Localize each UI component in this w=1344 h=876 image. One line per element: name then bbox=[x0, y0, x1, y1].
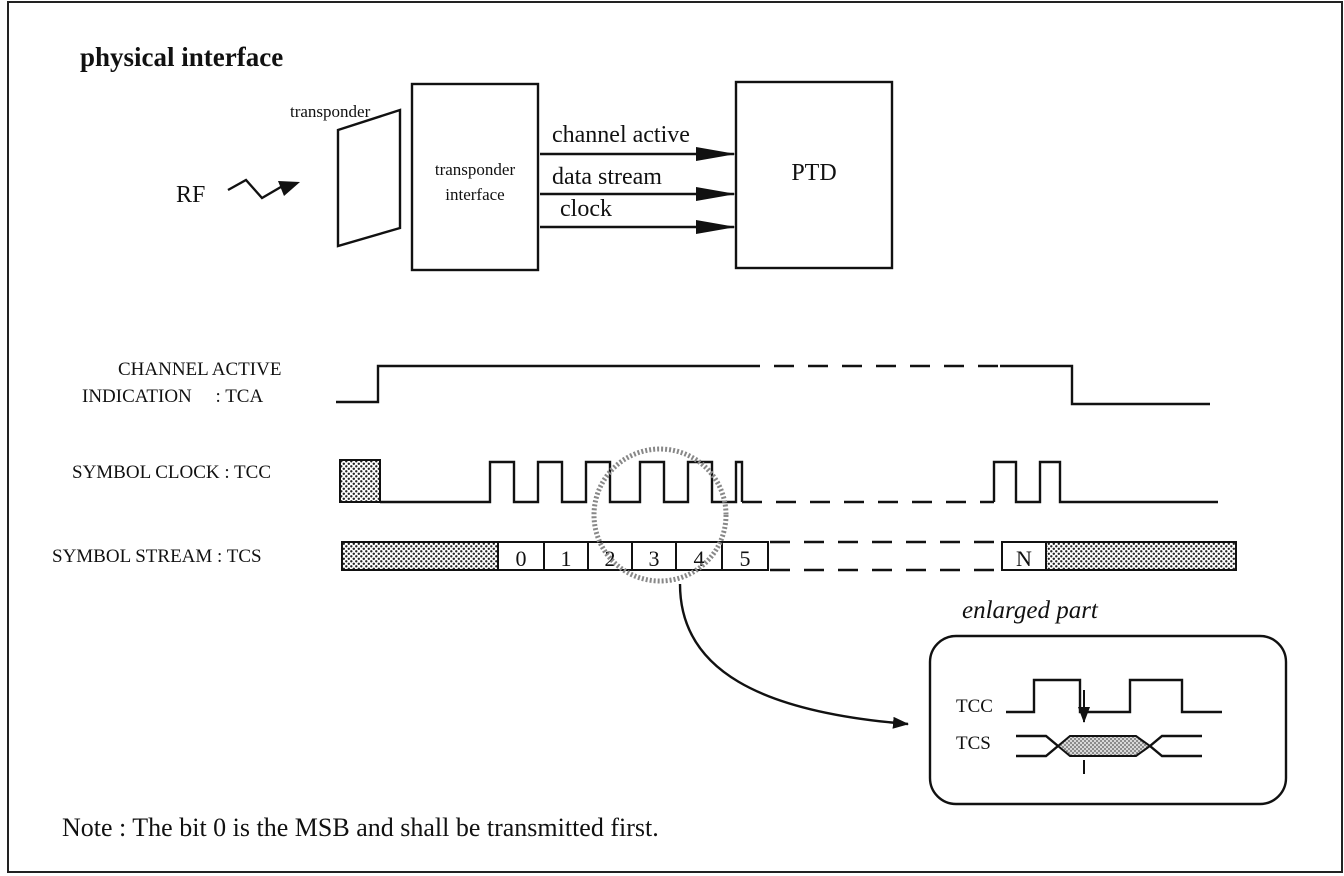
tcc-clock-pulses bbox=[380, 460, 744, 504]
rf-wave-icon bbox=[227, 178, 287, 200]
rf-arrow-icon bbox=[278, 181, 300, 196]
signal-data-stream: data stream bbox=[552, 164, 662, 190]
diagram-title: physical interface bbox=[80, 42, 283, 72]
tcc-undefined-block bbox=[339, 459, 381, 503]
tcs-label: SYMBOL STREAM : TCS bbox=[52, 546, 262, 567]
enlarged-tcc-waveform bbox=[1006, 678, 1222, 714]
tcs-undefined-start bbox=[341, 541, 499, 571]
enlarged-caption: enlarged part bbox=[962, 597, 1099, 624]
tca-waveform-end bbox=[1000, 364, 1210, 406]
tcc-waveform-end bbox=[992, 460, 1218, 504]
tcc-label: SYMBOL CLOCK : TCC bbox=[72, 462, 271, 483]
footnote: Note : The bit 0 is the MSB and shall be… bbox=[62, 813, 659, 842]
symbol-0: 0 bbox=[516, 546, 527, 571]
tcs-undefined-end bbox=[1045, 541, 1237, 571]
enlarged-tcs-label: TCS bbox=[956, 733, 991, 754]
symbol-n: N bbox=[1016, 546, 1032, 571]
magnifier-circle bbox=[591, 446, 729, 584]
symbol-4: 4 bbox=[694, 546, 705, 571]
tcs-symbol-cells bbox=[497, 541, 769, 571]
symbol-5: 5 bbox=[740, 546, 751, 571]
tca-label-line2: INDICATION : TCA bbox=[82, 386, 263, 407]
enlarged-tcs-symbol bbox=[1056, 735, 1152, 757]
transponder-interface-box bbox=[410, 82, 540, 272]
symbol-2: 2 bbox=[605, 546, 616, 571]
signal-clock: clock bbox=[560, 196, 612, 222]
enlarged-tcc-label: TCC bbox=[956, 696, 993, 717]
enlarge-pointer-arrow bbox=[678, 583, 909, 729]
transponder-label: transponder bbox=[290, 102, 371, 121]
enlarged-frame bbox=[928, 634, 1288, 806]
interface-label-1: transponder bbox=[435, 160, 516, 179]
enlarged-tcs-left-edge bbox=[1016, 734, 1060, 758]
transponder-antenna-shape bbox=[336, 108, 402, 248]
signal-channel-active: channel active bbox=[552, 122, 690, 148]
symbol-3: 3 bbox=[649, 546, 660, 571]
ptd-label: PTD bbox=[791, 160, 836, 186]
ptd-box bbox=[734, 80, 894, 270]
rf-label: RF bbox=[176, 182, 205, 208]
symbol-1: 1 bbox=[561, 546, 572, 571]
enlarged-tcs-right-edge bbox=[1148, 734, 1202, 758]
interface-label-2: interface bbox=[445, 185, 504, 204]
tca-label-line1: CHANNEL ACTIVE bbox=[118, 359, 281, 380]
tca-waveform bbox=[336, 364, 740, 404]
page-frame bbox=[7, 1, 1343, 873]
